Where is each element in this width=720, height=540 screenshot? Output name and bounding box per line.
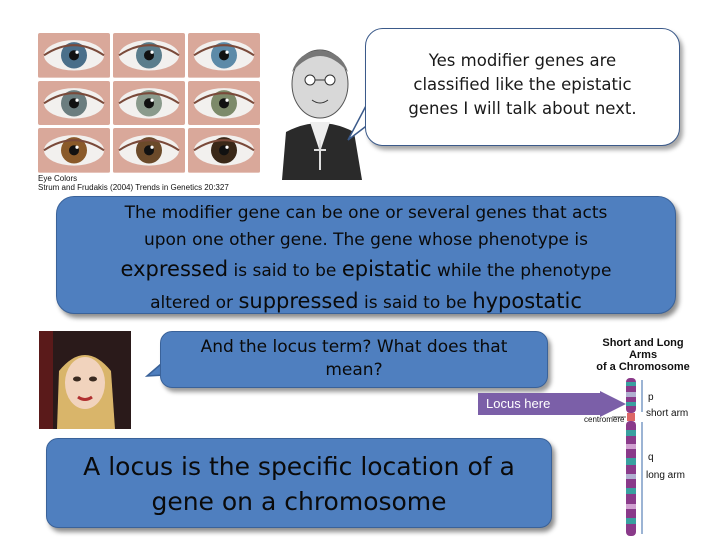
- definition-text: while the phenotype: [431, 261, 612, 281]
- eye-photo: [188, 33, 260, 78]
- arrow-shape: [478, 391, 626, 417]
- eye-photo: [113, 33, 185, 78]
- chromosome-figure-title: Short and Long Arms of a Chromosome: [588, 337, 698, 373]
- locus-here-arrow: Locus here: [478, 391, 628, 417]
- chromosome-label-long-arm: long arm: [646, 470, 685, 481]
- eye-figure-caption: Eye Colors Strum and Frudakis (2004) Tre…: [38, 174, 268, 192]
- answer-line: gene on a chromosome: [151, 487, 447, 516]
- term-suppressed: suppressed: [238, 289, 359, 313]
- eye-photo: [113, 80, 185, 126]
- definition-text: is said to be: [228, 261, 342, 281]
- mendel-portrait-image: [262, 22, 382, 180]
- definition-text: is said to be: [358, 293, 473, 313]
- bubble-line: classified like the epistatic: [413, 75, 632, 94]
- definition-line: expressed is said to be epistatic while …: [57, 254, 675, 286]
- eye-photo: [38, 33, 110, 78]
- chromosome-label-short-arm: short arm: [646, 408, 689, 419]
- eye-color-photo-grid: [38, 33, 260, 173]
- chromosome-diagram: [612, 378, 643, 536]
- term-epistatic: epistatic: [341, 257, 432, 281]
- bubble-line: genes I will talk about next.: [408, 99, 637, 118]
- speech-bubble-modifier-genes: Yes modifier genes are classified like t…: [365, 28, 680, 146]
- chromosome-title-line: Short and Long Arms: [602, 337, 684, 361]
- definition-line: The modifier gene can be one or several …: [124, 203, 608, 223]
- locus-here-label: Locus here: [486, 396, 551, 411]
- definition-box: The modifier gene can be one or several …: [56, 196, 676, 314]
- definition-line: altered or suppressed is said to be hypo…: [57, 286, 675, 318]
- woman-portrait-image: [39, 331, 131, 429]
- chromosome-label-q: q: [648, 452, 654, 463]
- definition-text: altered or: [150, 293, 239, 313]
- question-line: And the locus term? What does that: [200, 337, 508, 357]
- eye-photo: [38, 128, 110, 173]
- term-expressed: expressed: [120, 257, 229, 281]
- eye-photo: [188, 128, 260, 173]
- eye-caption-title: Eye Colors: [38, 174, 78, 183]
- chromosome-label-p: p: [648, 392, 654, 403]
- chromosome-label-centromere: centromere: [584, 415, 625, 424]
- chromosome-title-line: of a Chromosome: [596, 361, 690, 373]
- term-hypostatic: hypostatic: [472, 289, 582, 313]
- eye-photo: [38, 80, 110, 126]
- bubble-line: Yes modifier genes are: [428, 51, 617, 70]
- eye-photo: [188, 80, 260, 126]
- question-bubble-locus: And the locus term? What does that mean?: [160, 331, 548, 388]
- answer-line: A locus is the specific location of a: [83, 452, 515, 481]
- answer-box-locus-definition: A locus is the specific location of a ge…: [46, 438, 552, 528]
- eye-photo: [113, 128, 185, 173]
- question-line: mean?: [325, 360, 383, 380]
- eye-caption-source: Strum and Frudakis (2004) Trends in Gene…: [38, 183, 229, 192]
- definition-line: upon one other gene. The gene whose phen…: [143, 230, 589, 250]
